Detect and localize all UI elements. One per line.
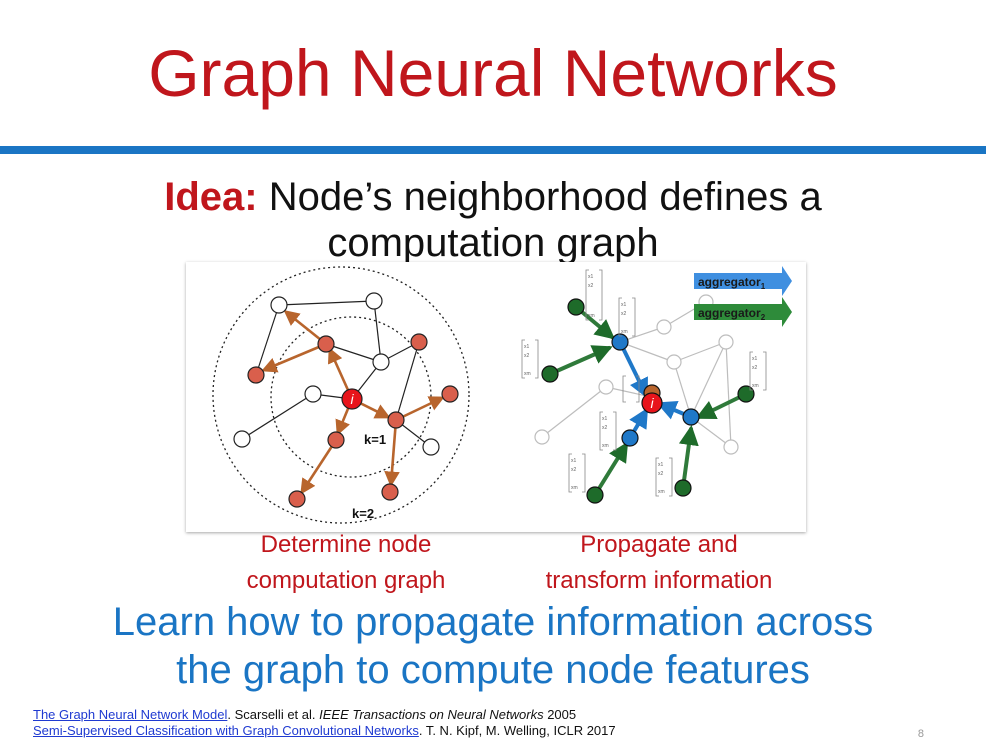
takeaway-line2: the graph to compute node features bbox=[176, 648, 810, 692]
idea-statement: Idea: Node’s neighborhood defines a comp… bbox=[0, 174, 986, 266]
svg-text:x2: x2 bbox=[588, 283, 594, 289]
svg-text:xm: xm bbox=[658, 489, 665, 495]
aggregator2-arrow: aggregator2 bbox=[694, 297, 792, 327]
key-takeaway: Learn how to propagate information acros… bbox=[0, 598, 986, 694]
aggregator1-label: aggregator bbox=[698, 275, 761, 289]
svg-text:xm: xm bbox=[602, 443, 609, 449]
svg-text:x1: x1 bbox=[602, 416, 608, 422]
caption-left-line1: Determine node bbox=[260, 531, 432, 558]
svg-text:xm: xm bbox=[571, 485, 578, 491]
target-node-label-right: i bbox=[650, 395, 654, 411]
svg-text:aggregator2: aggregator2 bbox=[698, 306, 766, 322]
reference-1: The Graph Neural Network Model. Scarsell… bbox=[33, 707, 616, 723]
caption-right: Propagate and transform information bbox=[509, 527, 809, 599]
reference-1-link[interactable]: The Graph Neural Network Model bbox=[33, 707, 228, 722]
reference-2-authors: . T. N. Kipf, M. Welling, ICLR 2017 bbox=[418, 723, 616, 738]
caption-left: Determine node computation graph bbox=[196, 527, 496, 599]
reference-1-year: 2005 bbox=[543, 707, 577, 722]
svg-text:xm: xm bbox=[621, 329, 628, 335]
svg-text:x1: x1 bbox=[621, 302, 627, 308]
caption-left-line2: computation graph bbox=[246, 567, 446, 594]
slide-title: Graph Neural Networks bbox=[148, 36, 838, 110]
k2-boundary bbox=[212, 266, 470, 524]
svg-text:x1: x1 bbox=[571, 458, 577, 464]
svg-text:x1: x1 bbox=[752, 356, 758, 362]
idea-text-line1: Node’s neighborhood defines a bbox=[268, 175, 822, 219]
svg-text:x2: x2 bbox=[571, 467, 577, 473]
svg-text:x2: x2 bbox=[621, 311, 627, 317]
aggregator1-subscript: 1 bbox=[761, 282, 766, 291]
target-node-right bbox=[641, 392, 663, 414]
caption-right-line1: Propagate and bbox=[580, 531, 738, 558]
svg-text:xm: xm bbox=[524, 371, 531, 377]
aggregator1-arrow: aggregator1 bbox=[694, 266, 792, 296]
left-neighborhood-graph: i k=1 k=2 bbox=[212, 266, 470, 524]
page-number: 8 bbox=[917, 728, 924, 740]
reference-1-venue: IEEE Transactions on Neural Networks bbox=[319, 707, 544, 722]
k1-label: k=1 bbox=[364, 432, 386, 447]
target-node-left bbox=[341, 388, 363, 410]
references: The Graph Neural Network Model. Scarsell… bbox=[33, 707, 616, 739]
title-divider bbox=[0, 146, 986, 154]
svg-text:x1: x1 bbox=[658, 462, 664, 468]
target-node-label-left: i bbox=[350, 391, 354, 407]
takeaway-line1: Learn how to propagate information acros… bbox=[112, 600, 874, 644]
svg-text:x2: x2 bbox=[752, 365, 758, 371]
right-propagation-graph: i x1 x2 xm x1 x2 xm x1 x2 xm x1 x2 xm x1 x2 xm x1 x… bbox=[521, 266, 792, 504]
caption-right-line2: transform information bbox=[545, 567, 773, 594]
reference-1-authors: . Scarselli et al. bbox=[227, 707, 320, 722]
svg-text:x1: x1 bbox=[588, 274, 594, 280]
svg-text:x2: x2 bbox=[524, 353, 530, 359]
svg-text:xm: xm bbox=[752, 383, 759, 389]
reference-2: Semi-Supervised Classification with Grap… bbox=[33, 723, 616, 739]
k2-label: k=2 bbox=[352, 506, 374, 521]
aggregator2-subscript: 2 bbox=[761, 313, 766, 322]
aggregator2-label: aggregator bbox=[698, 306, 761, 320]
idea-text-line2: computation graph bbox=[327, 221, 659, 265]
svg-text:aggregator1: aggregator1 bbox=[698, 275, 766, 291]
svg-text:xm: xm bbox=[588, 313, 595, 319]
svg-text:x1: x1 bbox=[524, 344, 530, 350]
reference-2-link[interactable]: Semi-Supervised Classification with Grap… bbox=[33, 723, 419, 738]
svg-text:x2: x2 bbox=[602, 425, 608, 431]
svg-text:x2: x2 bbox=[658, 471, 664, 477]
figure-svg: i k=1 k=2 bbox=[212, 266, 792, 524]
computation-graph-figure: i k=1 k=2 bbox=[186, 262, 806, 532]
idea-keyword: Idea: bbox=[164, 175, 258, 219]
